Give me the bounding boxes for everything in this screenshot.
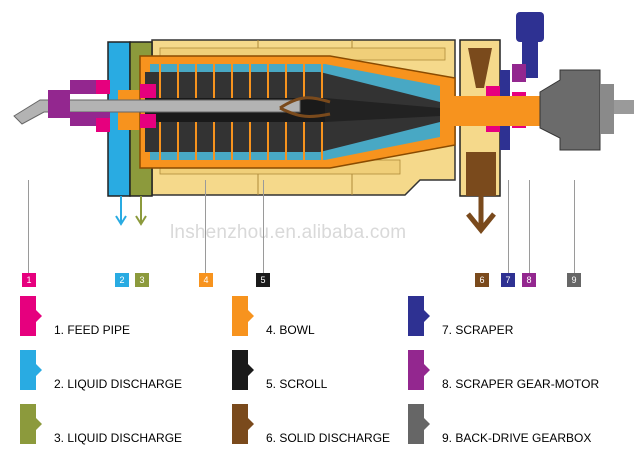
legend-item-back-drive-gearbox: 9. BACK-DRIVE GEARBOX	[408, 404, 608, 450]
flag-icon	[20, 350, 42, 390]
legend-item-feed-pipe: 1. FEED PIPE	[20, 296, 220, 342]
flag-icon	[20, 296, 42, 336]
number-box-6: 6	[475, 273, 489, 287]
legend-label: 9. BACK-DRIVE GEARBOX	[442, 431, 592, 445]
legend-item-scraper: 7. SCRAPER	[408, 296, 608, 342]
legend-label: 7. SCRAPER	[442, 323, 514, 337]
legend-label: 4. BOWL	[266, 323, 315, 337]
flag-icon	[408, 350, 430, 390]
scraper-gear-motor	[512, 12, 544, 82]
flag-icon	[408, 404, 430, 444]
legend-item-scraper-gear-motor: 8. SCRAPER GEAR-MOTOR	[408, 350, 608, 396]
flag-icon	[232, 350, 254, 390]
solid-discharge	[459, 39, 501, 234]
legend-label: 5. SCROLL	[266, 377, 328, 391]
leader-line-8	[529, 180, 530, 273]
legend-label: 2. LIQUID DISCHARGE	[54, 377, 183, 391]
leader-line-5	[263, 180, 264, 273]
number-box-9: 9	[567, 273, 581, 287]
legend-label: 1. FEED PIPE	[54, 323, 131, 337]
flag-icon	[232, 404, 254, 444]
leader-line-1	[28, 180, 29, 273]
feed-pipe	[13, 80, 331, 126]
number-box-5: 5	[256, 273, 270, 287]
flag-icon	[232, 296, 254, 336]
leader-line-7	[508, 180, 509, 273]
number-box-3: 3	[135, 273, 149, 287]
right-bearings	[452, 70, 542, 150]
number-box-2: 2	[115, 273, 129, 287]
flag-icon	[20, 404, 42, 444]
legend-item-liquid-discharge-2: 2. LIQUID DISCHARGE	[20, 350, 220, 396]
number-box-8: 8	[522, 273, 536, 287]
watermark: lnshenzhou.en.alibaba.com	[170, 222, 407, 243]
legend-item-solid-discharge: 6. SOLID DISCHARGE	[232, 404, 432, 450]
legend-label: 3. LIQUID DISCHARGE	[54, 431, 183, 445]
number-box-4: 4	[199, 273, 213, 287]
number-box-7: 7	[501, 273, 515, 287]
legend-item-bowl: 4. BOWL	[232, 296, 432, 342]
leader-line-9	[574, 180, 575, 273]
liquid-discharge-arrows	[115, 196, 147, 226]
legend-label: 6. SOLID DISCHARGE	[266, 431, 391, 445]
number-box-1: 1	[22, 273, 36, 287]
flag-icon	[408, 296, 430, 336]
leader-line-4	[205, 180, 206, 273]
left-bearings	[96, 80, 156, 132]
back-drive-gearbox	[539, 69, 634, 151]
legend-item-scroll: 5. SCROLL	[232, 350, 432, 396]
centrifuge-diagram	[13, 12, 634, 234]
legend-item-liquid-discharge-3: 3. LIQUID DISCHARGE	[20, 404, 220, 450]
legend-label: 8. SCRAPER GEAR-MOTOR	[442, 377, 600, 391]
